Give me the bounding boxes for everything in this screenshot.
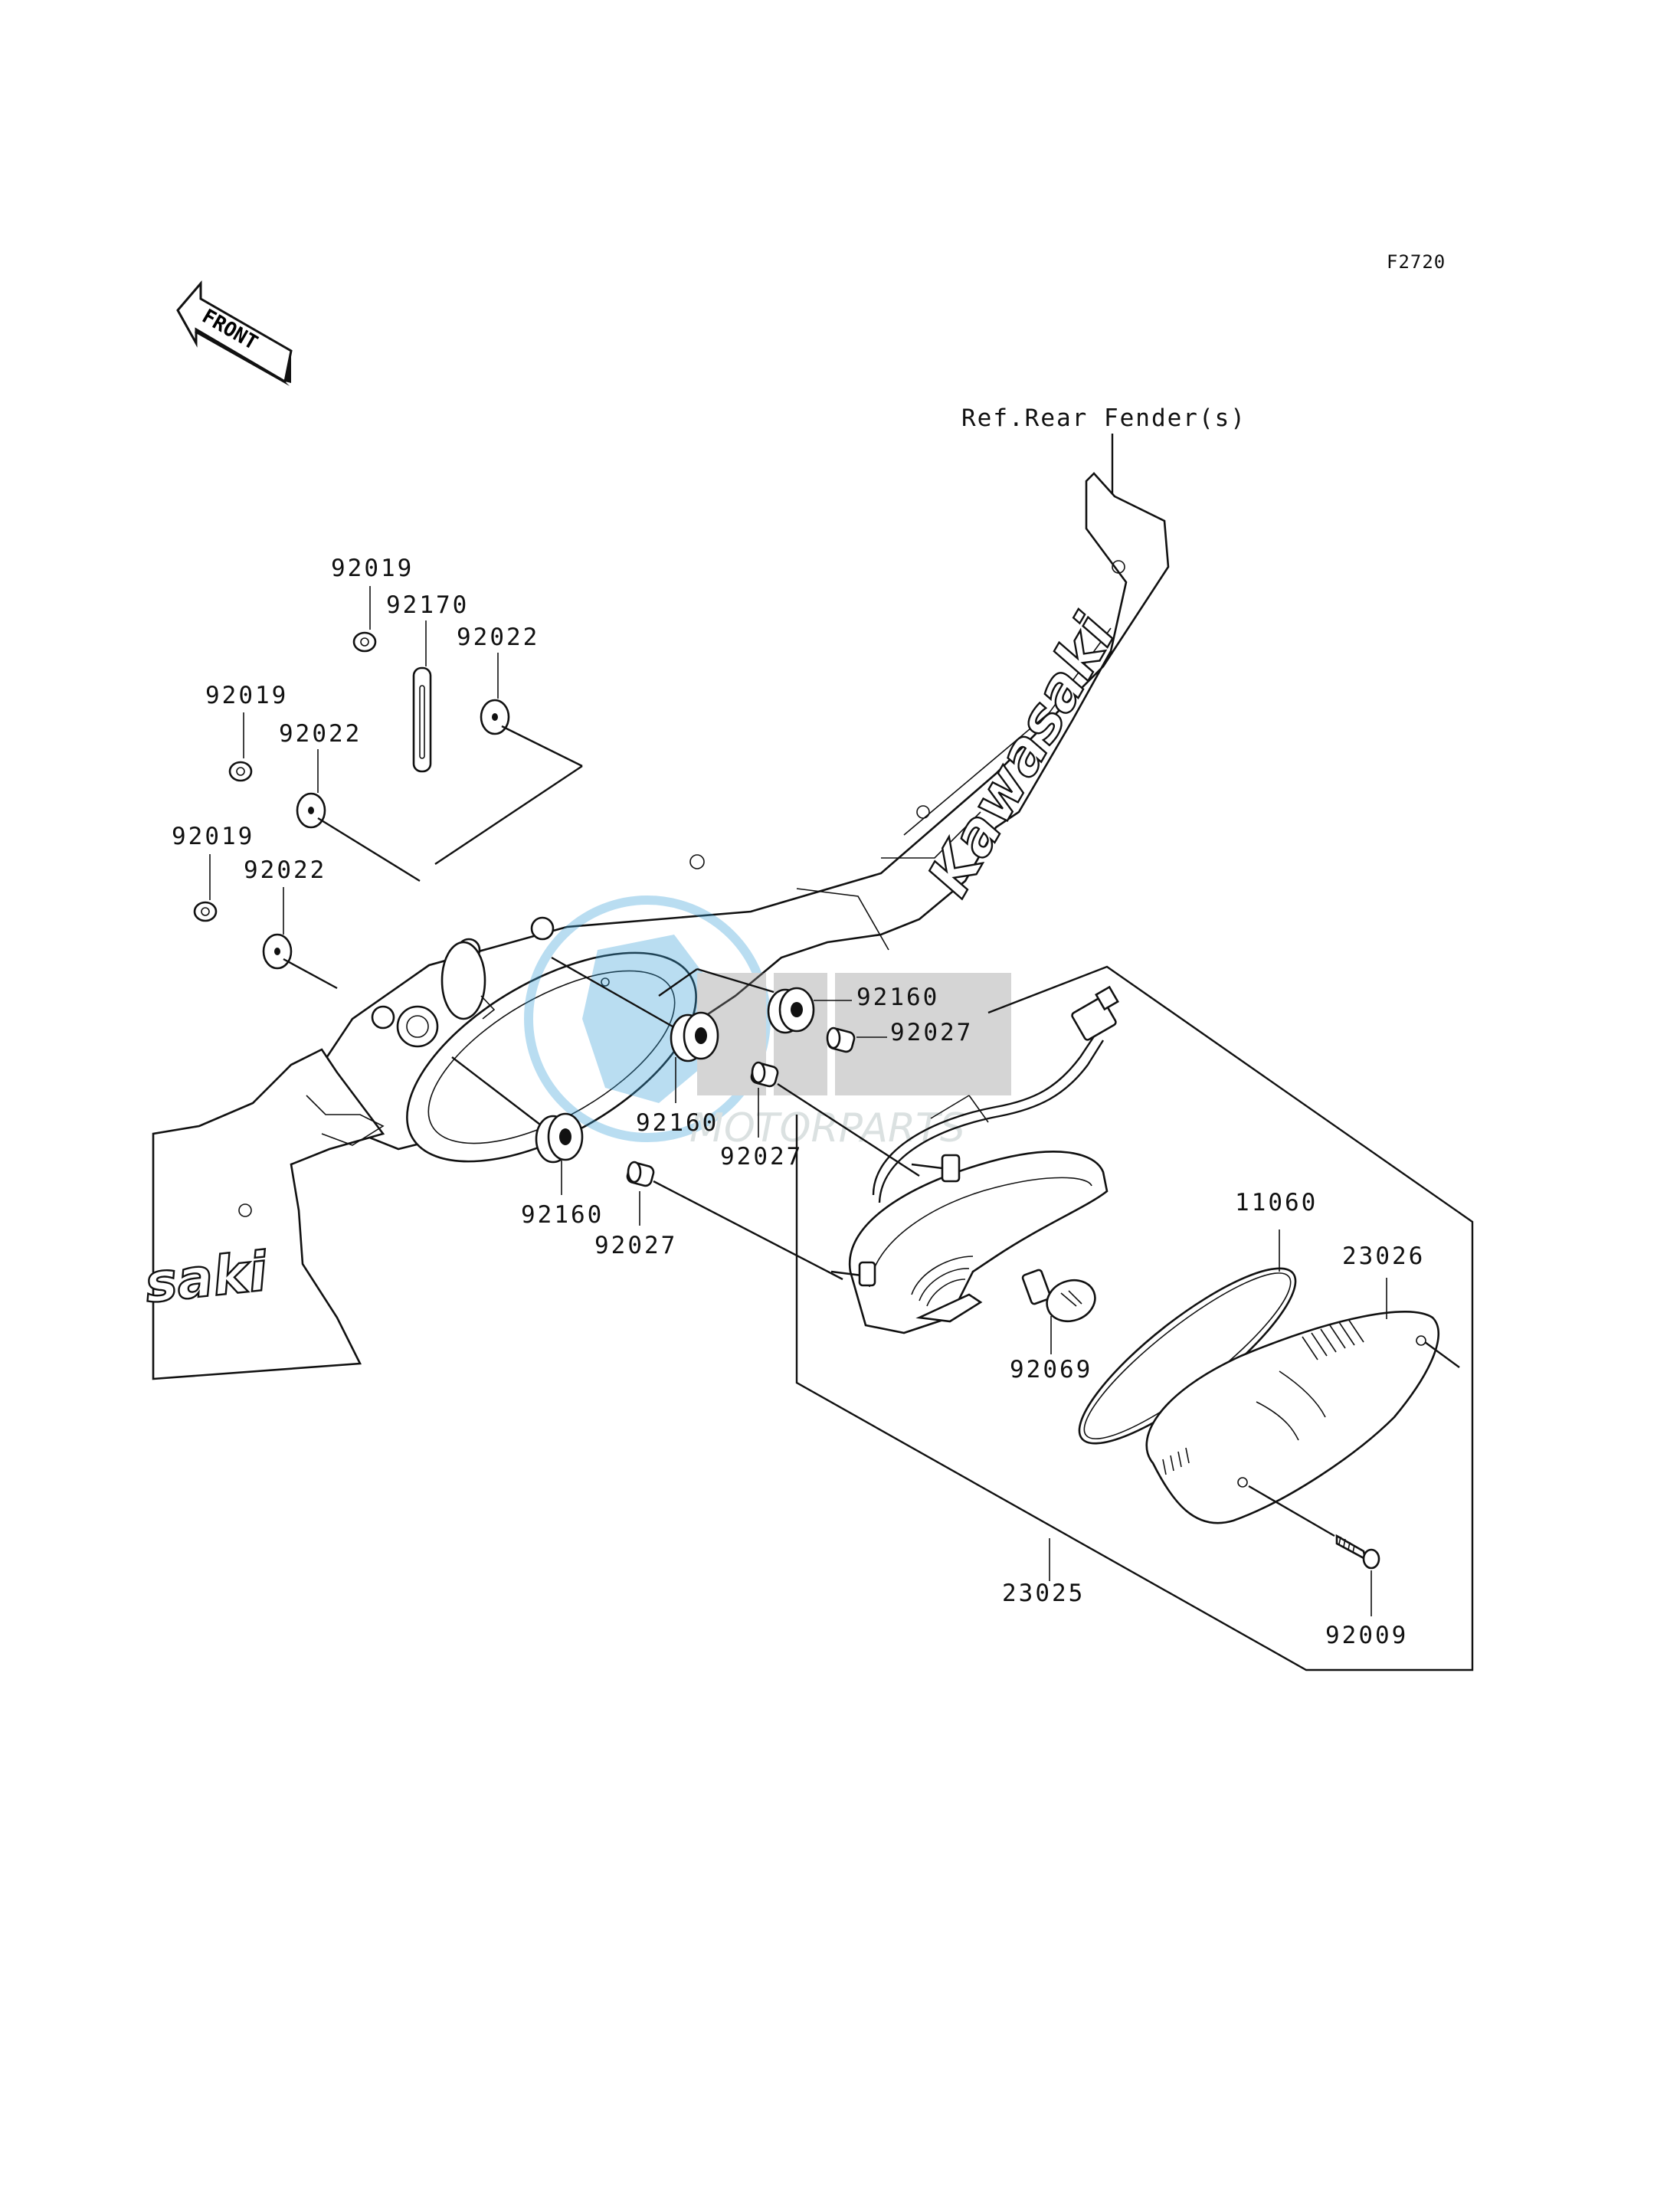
callout-collar-c: 92027 bbox=[594, 1232, 677, 1259]
tail-lamp-housing bbox=[830, 985, 1119, 1334]
collar-a bbox=[826, 1026, 856, 1053]
callout-lens: 23026 bbox=[1342, 1243, 1425, 1270]
callout-gasket: 11060 bbox=[1235, 1189, 1318, 1216]
strap-92170 bbox=[412, 666, 432, 773]
lamp-stud-upper bbox=[911, 1154, 961, 1183]
line-washer-b-to-cowl bbox=[317, 817, 421, 882]
lens-23026 bbox=[1145, 1311, 1439, 1524]
bulb-92069 bbox=[1021, 1269, 1096, 1323]
nut-a bbox=[352, 631, 377, 653]
diagram-code: F2720 bbox=[1387, 251, 1446, 273]
callout-screw: 92009 bbox=[1325, 1622, 1408, 1649]
front-arrow-icon: FRONT bbox=[176, 280, 293, 386]
washer-b bbox=[296, 792, 326, 829]
callout-strap: 92170 bbox=[386, 591, 469, 619]
callout-washer-b: 92022 bbox=[279, 720, 362, 748]
collar-c bbox=[626, 1161, 655, 1187]
callout-grommet-b: 92160 bbox=[636, 1109, 719, 1137]
collar-b bbox=[750, 1061, 779, 1088]
callout-grommet-c: 92160 bbox=[521, 1201, 604, 1229]
callout-nut-b: 92019 bbox=[205, 682, 288, 709]
callout-bulb: 92069 bbox=[1010, 1356, 1092, 1383]
lens-ribs bbox=[1162, 1318, 1364, 1475]
callout-nut-c: 92019 bbox=[172, 823, 254, 850]
grommet-c bbox=[535, 1112, 584, 1164]
watermark-subtitle: MOTORPARTS bbox=[689, 1105, 965, 1151]
fender-brand-logo: Kawasaki bbox=[915, 604, 1129, 907]
lamp-assembly-group-outline bbox=[795, 965, 1474, 1671]
washer-c bbox=[262, 933, 293, 970]
callout-grommet-a: 92160 bbox=[856, 984, 939, 1011]
grommet-b bbox=[670, 1011, 719, 1062]
screw-92009 bbox=[1335, 1534, 1380, 1570]
fender-brand-logo-partial: saki bbox=[142, 1240, 270, 1315]
callout-washer-a: 92022 bbox=[457, 624, 539, 651]
washer-a bbox=[480, 699, 510, 735]
reference-label: Ref.Rear Fender(s) bbox=[961, 404, 1246, 432]
connector-icon bbox=[1071, 985, 1119, 1041]
line-washer-a-to-cowl bbox=[501, 725, 583, 768]
lamp-wire-harness bbox=[872, 1033, 1096, 1196]
callout-collar-b: 92027 bbox=[720, 1143, 803, 1171]
lamp-stud-lower bbox=[830, 1261, 876, 1287]
callout-nut-a: 92019 bbox=[331, 555, 414, 582]
lower-fender-panel: saki bbox=[141, 1048, 385, 1380]
nut-c bbox=[193, 901, 218, 922]
callout-washer-c: 92022 bbox=[244, 856, 326, 884]
line-washer-c-to-cowl bbox=[283, 958, 338, 990]
callout-collar-a: 92027 bbox=[890, 1019, 973, 1046]
callout-lamp-assy: 23025 bbox=[1002, 1580, 1085, 1607]
grommet-a bbox=[767, 987, 815, 1034]
nut-b bbox=[228, 761, 253, 782]
